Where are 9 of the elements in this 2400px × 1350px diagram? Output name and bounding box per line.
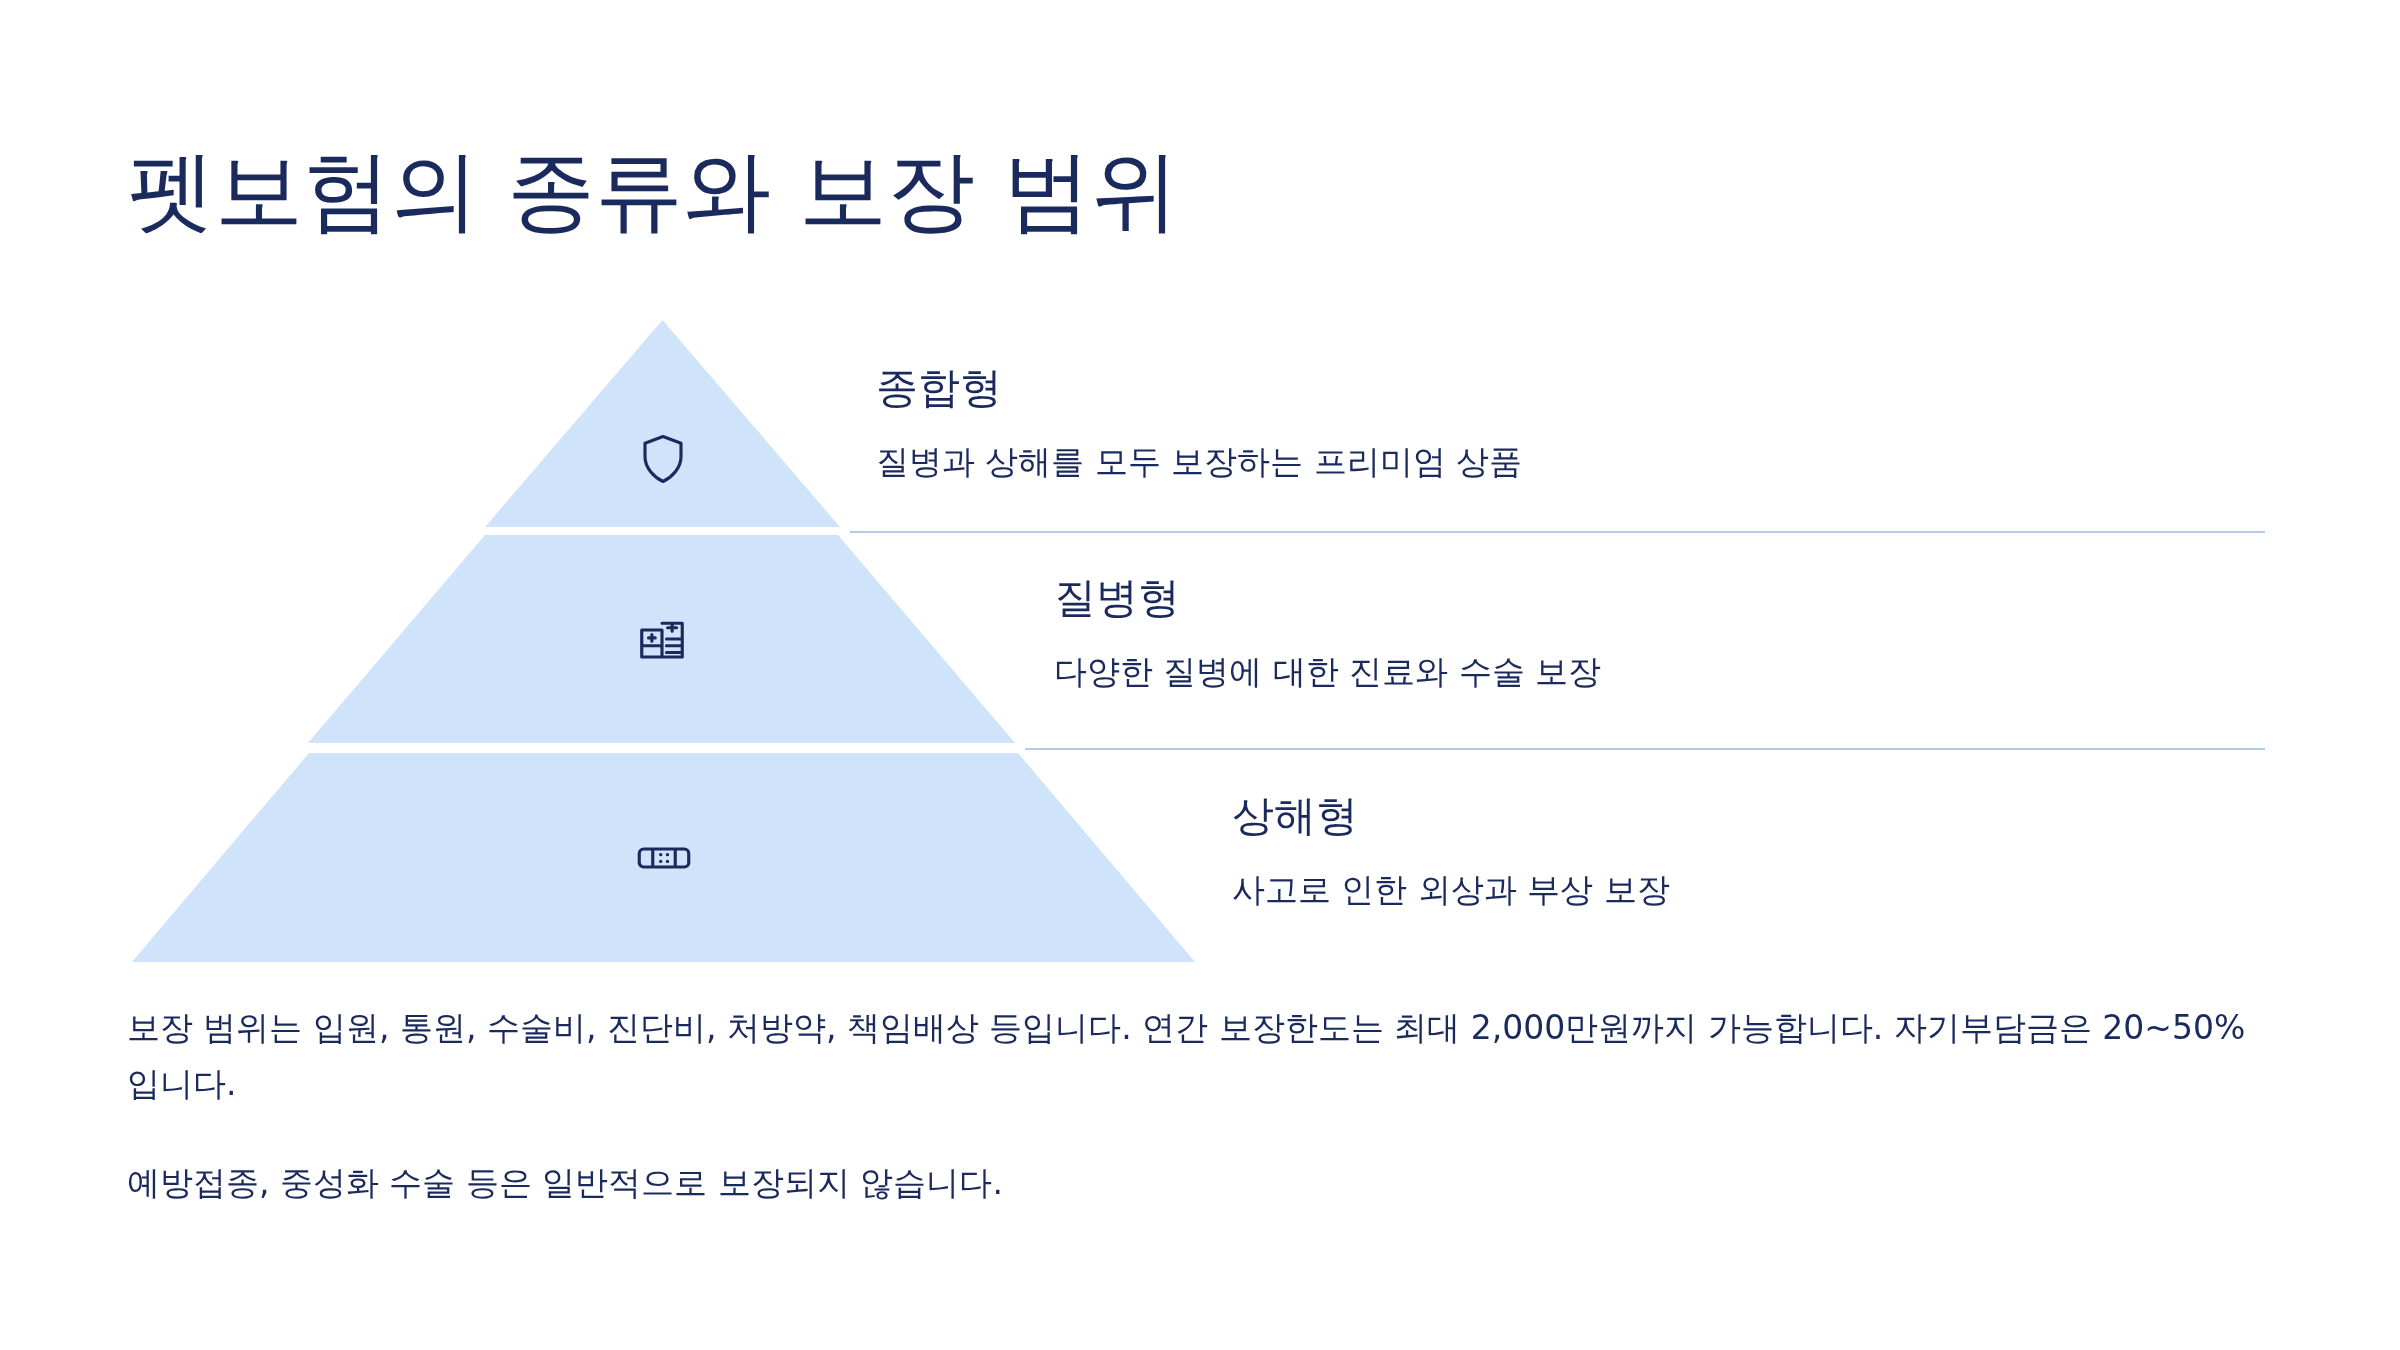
note-text: 예방접종, 중성화 수술 등은 일반적으로 보장되지 않습니다. [127, 1162, 1004, 1204]
tier-description: 사고로 인한 외상과 부상 보장 [1232, 869, 1670, 911]
title: 펫보험의 종류와 보장 범위 [127, 138, 1179, 244]
tier-heading: 질병형 [1054, 572, 1180, 624]
note-text: 보장 범위는 입원, 통원, 수술비, 진단비, 처방약, 책임배상 등입니다. 연간 보장한도는 최대 2,000만원까지 가능합니다. 자기부담금은 20~50%입니다. [127, 1007, 2247, 1105]
tier-heading: 상해형 [1232, 790, 1358, 842]
tier-description: 질병과 상해를 모두 보장하는 프리미엄 상품 [876, 441, 1523, 483]
tier-heading: 종합형 [876, 362, 1002, 414]
tier-description: 다양한 질병에 대한 진료와 수술 보장 [1054, 651, 1602, 693]
